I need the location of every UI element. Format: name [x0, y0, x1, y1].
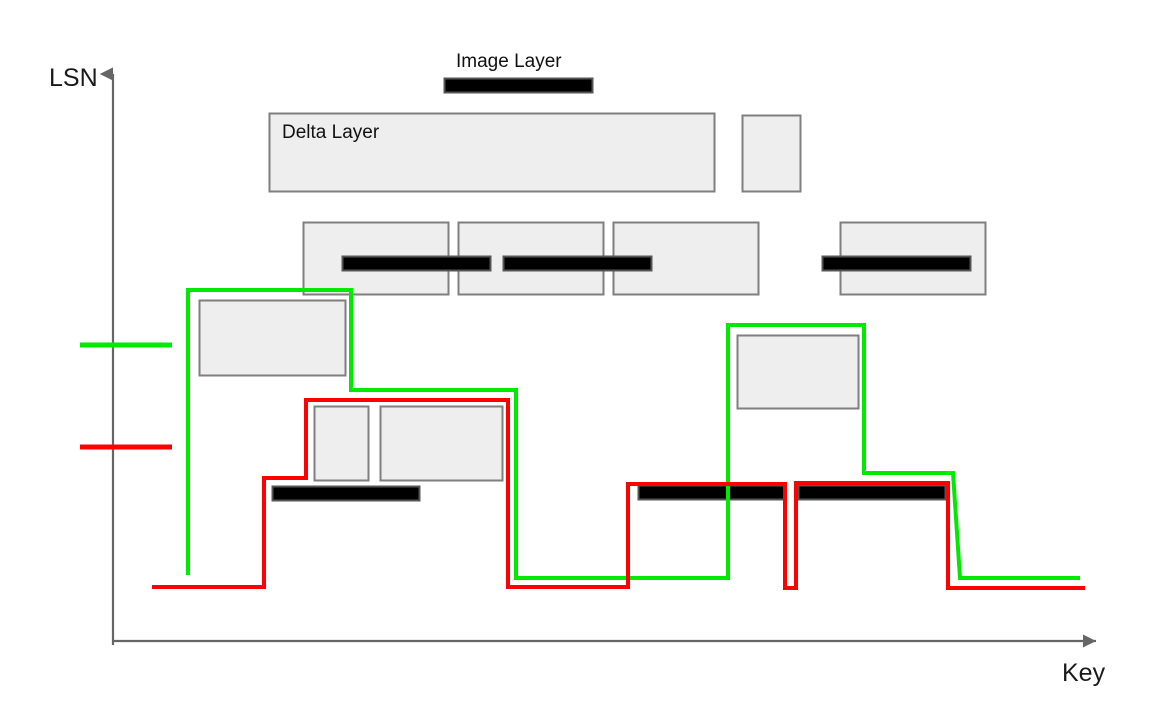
- delta-layer-main: [268, 112, 716, 193]
- axes-group: [99, 67, 1096, 648]
- lsn-tick-group: [80, 342, 172, 450]
- image-layer-bar-top: [443, 77, 594, 94]
- delta-layer-group: [198, 112, 987, 482]
- delta-layer-left-mid: [198, 299, 347, 377]
- image-layer-bar-mid-left: [271, 485, 421, 502]
- image-layer-group: [271, 77, 972, 502]
- image-layer-bar-row3-a: [341, 255, 492, 272]
- x-axis-label: Key: [1062, 659, 1106, 687]
- delta-layer-small-b: [379, 405, 504, 482]
- delta-layer-small-a: [313, 405, 370, 482]
- red-lsn-line: [152, 398, 1085, 590]
- lsn-line-group: [152, 288, 1085, 590]
- image-layer-bar-mid-right-b: [797, 484, 947, 501]
- delta-layer-label: Delta Layer: [282, 122, 380, 143]
- image-layer-bar-mid-right-a: [637, 484, 786, 501]
- image-layer-label: Image Layer: [456, 51, 562, 72]
- delta-layer-right-mid: [736, 334, 860, 410]
- y-axis-label: LSN: [49, 64, 98, 92]
- image-layer-bar-row3-c: [821, 255, 972, 272]
- green-lsn-line: [186, 288, 1080, 580]
- image-layer-bar-row3-b: [502, 255, 653, 272]
- delta-layer-top-right: [741, 114, 802, 193]
